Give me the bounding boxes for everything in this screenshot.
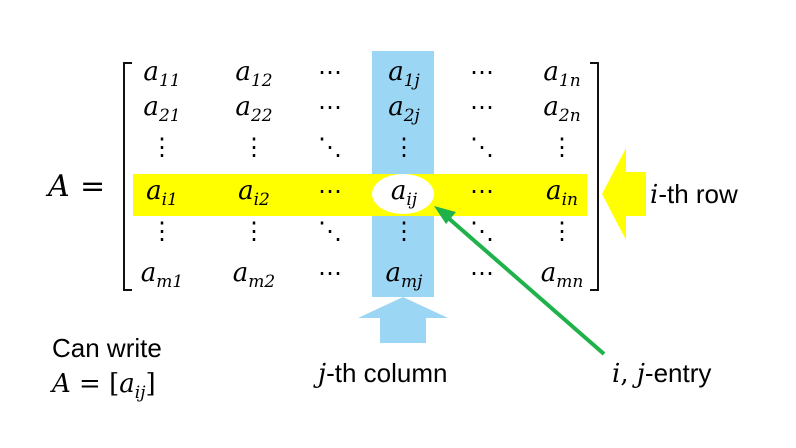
matrix-entry: a2n [543, 92, 580, 126]
vdots-glyph: ⋮ [242, 133, 266, 161]
matrix-entry: amn [541, 258, 584, 292]
row-highlight [133, 174, 587, 216]
hdots-glyph: ⋯ [470, 93, 494, 121]
matrix-entry: a1j [388, 57, 420, 91]
vdots-glyph: ⋮ [550, 133, 574, 161]
matrix-entry: ain [546, 176, 578, 210]
hdots-glyph: ⋯ [318, 259, 342, 287]
entry-ellipse [372, 174, 434, 214]
left-bracket [123, 62, 132, 291]
vdots-glyph: ⋮ [550, 217, 574, 245]
vdots-glyph: ⋮ [242, 217, 266, 245]
matrix-entry: a11 [143, 57, 180, 91]
ddots-glyph: ⋱ [318, 217, 342, 245]
matrix-entry: a1n [543, 57, 580, 91]
formula-text: A = [aij] [50, 369, 156, 403]
can-write-text: Can write [52, 333, 162, 363]
entry-label: i, j-entry [612, 358, 711, 389]
vdots-glyph: ⋮ [150, 217, 174, 245]
hdots-glyph: ⋯ [470, 259, 494, 287]
ddots-glyph: ⋱ [318, 133, 342, 161]
matrix-cells: a11 a12 ⋯ a1j ⋯ a1n a21 a22 ⋯ a2j ⋯ a2n ⋮ ⋮ ⋱ ⋮ ⋱ ⋮ ai1 ai2… [141, 57, 584, 292]
matrix-entry: a22 [235, 92, 272, 126]
entry-arrow [444, 214, 606, 356]
matrix-entry: am2 [233, 258, 275, 292]
matrix-entry: a2j [388, 92, 420, 126]
vdots-glyph: ⋮ [150, 133, 174, 161]
hdots-glyph: ⋯ [470, 177, 494, 205]
matrix-entry: a21 [143, 92, 180, 126]
vdots-glyph: ⋮ [392, 217, 416, 245]
hdots-glyph: ⋯ [470, 58, 494, 86]
matrix-entry: amj [386, 258, 424, 292]
hdots-glyph: ⋯ [318, 93, 342, 121]
equals-sign: = [80, 169, 105, 204]
row-arrow [602, 148, 646, 240]
matrix-entry: aij [391, 176, 418, 210]
matrix-entry: am1 [141, 258, 183, 292]
entry-arrow-head [434, 206, 456, 224]
column-arrow [358, 297, 448, 343]
vdots-glyph: ⋮ [392, 133, 416, 161]
right-bracket [590, 62, 599, 291]
hdots-glyph: ⋯ [318, 58, 342, 86]
row-label: i-th row [650, 179, 738, 210]
matrix-entry: a12 [235, 57, 272, 91]
column-label: j-th column [313, 358, 447, 389]
matrix-name: A [45, 169, 70, 204]
ddots-glyph: ⋱ [470, 133, 494, 161]
matrix-entry: ai1 [146, 176, 178, 210]
hdots-glyph: ⋯ [318, 177, 342, 205]
matrix-entry: ai2 [238, 176, 270, 210]
